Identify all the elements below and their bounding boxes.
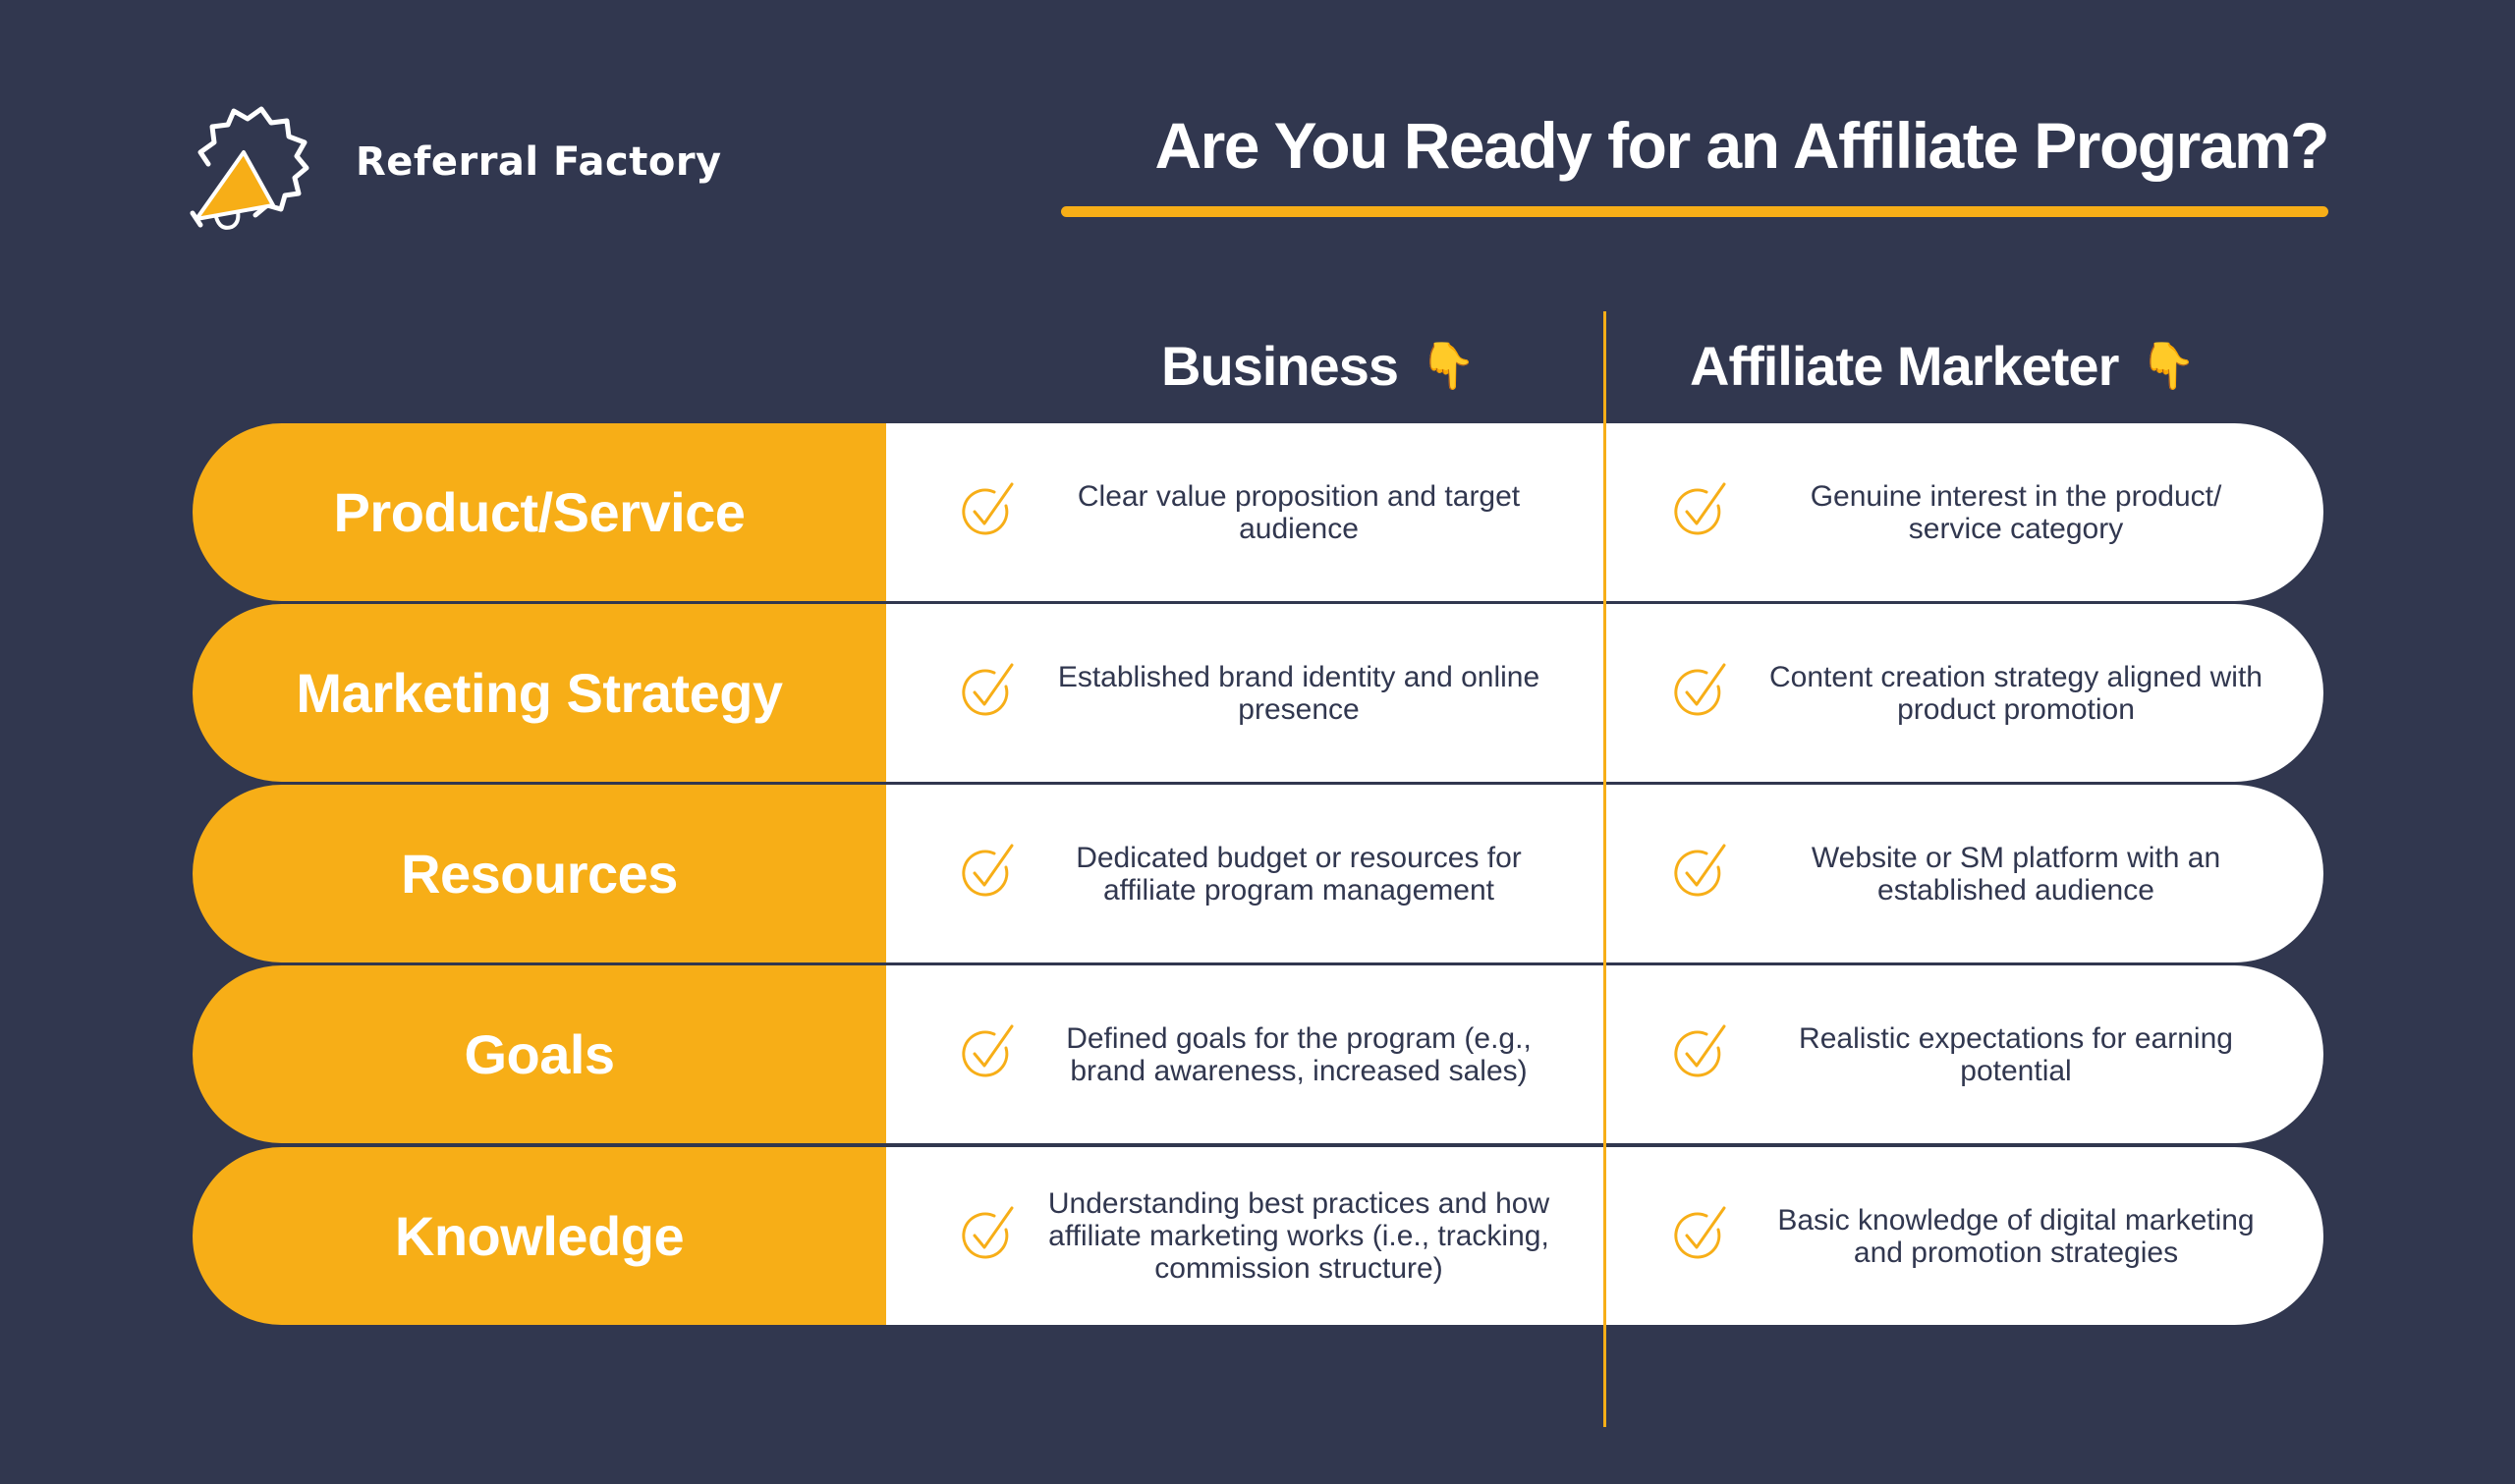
- business-cell: Dedicated budget or resources for affili…: [886, 785, 1603, 962]
- check-circle-icon: [1674, 1024, 1726, 1077]
- brand-name: Referral Factory: [356, 139, 722, 185]
- affiliate-cell: Basic knowledge of digital marketing and…: [1603, 1147, 2323, 1325]
- check-circle-icon: [1674, 663, 1726, 716]
- check-circle-icon: [962, 1206, 1014, 1259]
- business-requirement: Understanding best practices and how aff…: [1047, 1187, 1550, 1285]
- affiliate-requirement: Realistic expectations for earning poten…: [1799, 1021, 2233, 1087]
- check-circle-icon: [1674, 482, 1726, 535]
- business-cell: Understanding best practices and how aff…: [886, 1147, 1603, 1325]
- table-row: Resources Dedicated budget or resources …: [193, 785, 2323, 962]
- affiliate-cell: Genuine interest in the product/ service…: [1603, 423, 2323, 601]
- business-requirement: Defined goals for the program (e.g., bra…: [1066, 1021, 1532, 1087]
- affiliate-requirement: Content creation strategy aligned with p…: [1769, 660, 2263, 726]
- affiliate-requirement: Genuine interest in the product/ service…: [1810, 479, 2222, 545]
- business-cell: Defined goals for the program (e.g., bra…: [886, 965, 1603, 1143]
- category-label: Resources: [193, 785, 886, 962]
- check-circle-icon: [962, 663, 1014, 716]
- category-label: Marketing Strategy: [193, 604, 886, 782]
- column-label: Business: [1161, 335, 1399, 397]
- column-divider: [1603, 311, 1606, 1427]
- affiliate-cell: Website or SM platform with an establish…: [1603, 785, 2323, 962]
- business-requirement: Dedicated budget or resources for affili…: [1076, 841, 1522, 907]
- page-title: Are You Ready for an Affiliate Program?: [1154, 109, 2329, 182]
- category-label: Knowledge: [193, 1147, 886, 1325]
- megaphone-badge-icon: [190, 106, 309, 230]
- affiliate-cell: Content creation strategy aligned with p…: [1603, 604, 2323, 782]
- check-circle-icon: [1674, 1206, 1726, 1259]
- table-row: Product/Service Clear value proposition …: [193, 423, 2323, 601]
- affiliate-cell: Realistic expectations for earning poten…: [1603, 965, 2323, 1143]
- affiliate-requirement: Website or SM platform with an establish…: [1811, 841, 2221, 907]
- affiliate-requirement: Basic knowledge of digital marketing and…: [1777, 1203, 2255, 1269]
- business-requirement: Established brand identity and online pr…: [1057, 660, 1540, 726]
- table-row: Marketing Strategy Established brand ide…: [193, 604, 2323, 782]
- category-label: Product/Service: [193, 423, 886, 601]
- table-row: Goals Defined goals for the program (e.g…: [193, 965, 2323, 1143]
- check-circle-icon: [962, 1024, 1014, 1077]
- pointing-down-hand-icon: 👇: [2140, 340, 2196, 391]
- column-header-affiliate: Affiliate Marketer 👇: [1690, 334, 2197, 398]
- business-cell: Clear value proposition and target audie…: [886, 423, 1603, 601]
- check-circle-icon: [962, 844, 1014, 897]
- column-header-business: Business 👇: [1161, 334, 1476, 398]
- business-requirement: Clear value proposition and target audie…: [1077, 479, 1521, 545]
- category-label: Goals: [193, 965, 886, 1143]
- pointing-down-hand-icon: 👇: [1420, 340, 1476, 391]
- column-label: Affiliate Marketer: [1690, 335, 2119, 397]
- table-row: Knowledge Understanding best practices a…: [193, 1147, 2323, 1325]
- business-cell: Established brand identity and online pr…: [886, 604, 1603, 782]
- check-circle-icon: [962, 482, 1014, 535]
- check-circle-icon: [1674, 844, 1726, 897]
- title-underline: [1061, 206, 2328, 217]
